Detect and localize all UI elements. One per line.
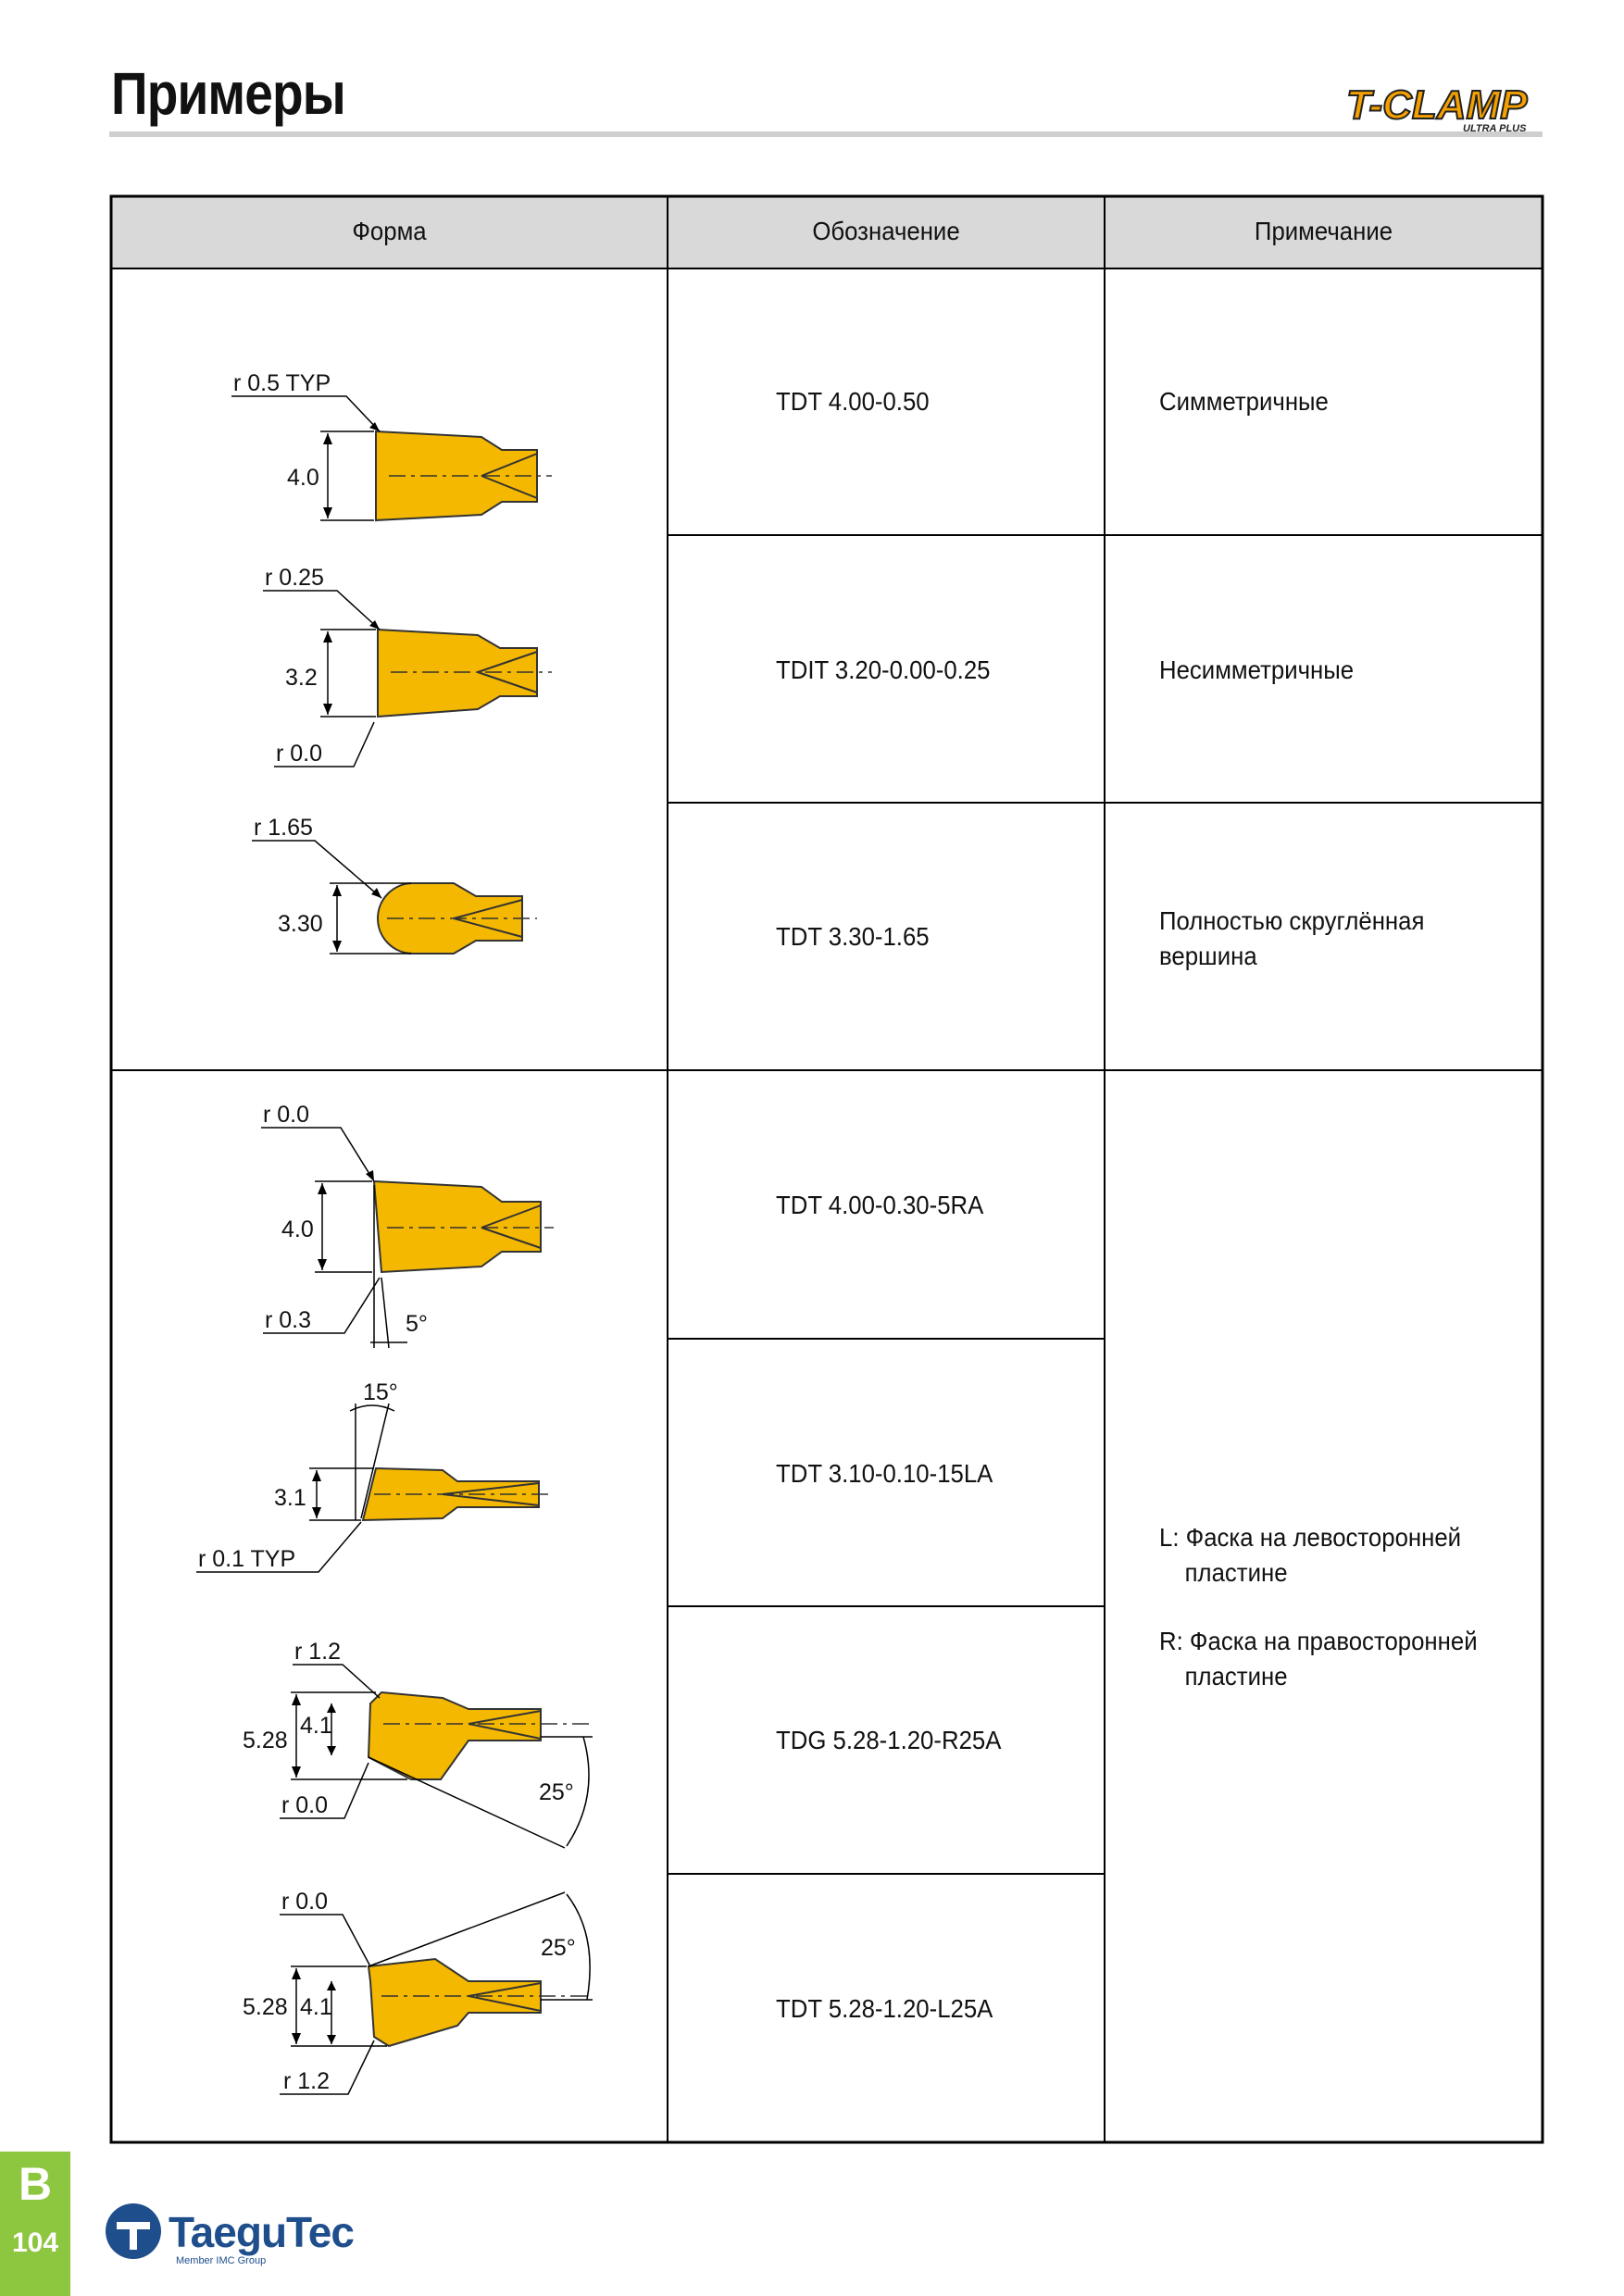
t-clamp-logo-sub: ULTRA PLUS bbox=[1463, 123, 1527, 134]
d3-width: 3.30 bbox=[278, 911, 323, 937]
title-rule bbox=[109, 131, 1543, 137]
designation-7: TDT 5.28-1.20-L25A bbox=[776, 1994, 993, 2023]
t-clamp-logo: T-CLAMP ULTRA PLUS bbox=[1345, 81, 1529, 134]
designation-3: TDT 3.30-1.65 bbox=[776, 922, 930, 951]
d2-radius-bottom: r 0.0 bbox=[276, 741, 322, 767]
d6-width-outer: 5.28 bbox=[243, 1728, 288, 1753]
insert-drawing-1: r 0.5 TYP 4.0 bbox=[231, 370, 552, 522]
d4-width: 4.0 bbox=[281, 1217, 314, 1242]
section-letter: B bbox=[18, 2158, 53, 2210]
note-3-line-2: вершина bbox=[1159, 942, 1257, 970]
designation-6: TDG 5.28-1.20-R25A bbox=[776, 1726, 1002, 1754]
d1-width: 4.0 bbox=[287, 465, 319, 491]
header-designation: Обозначение bbox=[812, 217, 960, 245]
page-number: 104 bbox=[11, 2227, 59, 2258]
t-clamp-logo-text: T-CLAMP bbox=[1346, 82, 1528, 128]
note-chamfer: L: Фаска на левосторонней пластине R: Фа… bbox=[1159, 1520, 1478, 1694]
note-l-line-1: L: Фаска на левосторонней bbox=[1159, 1523, 1462, 1552]
d4-radius-bottom: r 0.3 bbox=[265, 1307, 311, 1333]
insert-drawing-5: 15° 3.1 r 0.1 TYP bbox=[196, 1379, 552, 1573]
insert-drawing-7: r 0.0 25° 5.28 4.1 r 1.2 bbox=[243, 1889, 593, 2095]
d4-radius-top: r 0.0 bbox=[263, 1102, 309, 1128]
d7-radius-top: r 0.0 bbox=[281, 1889, 328, 1915]
note-r-line-2: пластине bbox=[1184, 1662, 1288, 1691]
d2-width: 3.2 bbox=[285, 665, 318, 691]
d7-width-outer: 5.28 bbox=[243, 1994, 288, 2020]
insert-drawing-3: r 1.65 3.30 bbox=[252, 815, 537, 955]
note-r-line-1: R: Фаска на правосторонней bbox=[1159, 1627, 1478, 1655]
d7-angle: 25° bbox=[541, 1935, 576, 1961]
d6-radius-top: r 1.2 bbox=[294, 1639, 341, 1665]
designation-2: TDIT 3.20-0.00-0.25 bbox=[776, 655, 991, 684]
insert-drawing-2: r 0.25 3.2 r 0.0 bbox=[263, 565, 552, 767]
designation-1: TDT 4.00-0.50 bbox=[776, 387, 930, 416]
page-title: Примеры bbox=[111, 60, 346, 127]
header-note: Примечание bbox=[1254, 217, 1393, 245]
note-1: Симметричные bbox=[1159, 387, 1329, 416]
d5-angle: 15° bbox=[363, 1379, 398, 1405]
d6-radius-bottom: r 0.0 bbox=[281, 1792, 328, 1818]
header-form: Форма bbox=[352, 217, 427, 245]
d7-radius-bottom: r 1.2 bbox=[283, 2068, 330, 2094]
d7-width-inner: 4.1 bbox=[300, 1994, 332, 2020]
d5-radius: r 0.1 TYP bbox=[198, 1546, 295, 1572]
company-name: TaeguTec bbox=[169, 2208, 355, 2256]
note-3-line-1: Полностью скруглённая bbox=[1159, 906, 1425, 935]
insert-drawing-4: r 0.0 4.0 r 0.3 5° bbox=[261, 1102, 554, 1349]
d1-radius: r 0.5 TYP bbox=[233, 370, 331, 396]
table-header-bg bbox=[111, 196, 1543, 268]
insert-drawing-6: r 1.2 5.28 4.1 r 0.0 25° bbox=[243, 1639, 593, 1849]
designation-4: TDT 4.00-0.30-5RA bbox=[776, 1191, 984, 1219]
d4-angle: 5° bbox=[406, 1311, 428, 1337]
note-l-line-2: пластине bbox=[1184, 1558, 1288, 1587]
d2-radius-top: r 0.25 bbox=[265, 565, 324, 591]
d6-angle: 25° bbox=[539, 1779, 574, 1805]
note-3: Полностью скруглённая вершина bbox=[1159, 904, 1424, 974]
designation-5: TDT 3.10-0.10-15LA bbox=[776, 1459, 993, 1488]
company-sub: Member IMC Group bbox=[176, 2255, 267, 2266]
note-2: Несимметричные bbox=[1159, 655, 1355, 684]
d3-radius: r 1.65 bbox=[254, 815, 313, 841]
d6-width-inner: 4.1 bbox=[300, 1713, 332, 1739]
section-tab: B 104 bbox=[0, 2152, 70, 2296]
taegutec-logo-icon bbox=[106, 2203, 161, 2259]
d5-width: 3.1 bbox=[274, 1485, 306, 1511]
